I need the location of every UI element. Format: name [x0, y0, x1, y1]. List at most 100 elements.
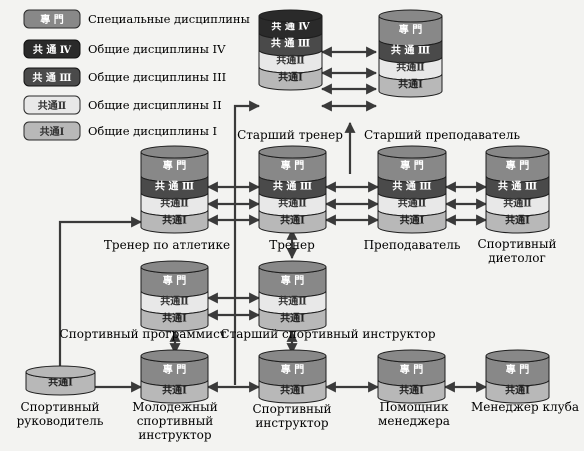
role-label-senior-instructor: Старший спортивный инструктор: [220, 327, 435, 341]
band-code: 共通Ⅰ: [280, 384, 305, 397]
band-code: 共通Ⅱ: [278, 197, 306, 210]
legend-label-common-ii: Общие дисциплины II: [88, 98, 222, 112]
band-code: 共通Ⅰ: [278, 71, 303, 84]
band-code: 共 通 Ⅲ: [273, 180, 312, 193]
band-code: 專 門: [400, 363, 423, 376]
legend-code: 共 通 Ⅲ: [32, 71, 71, 84]
cylinder-top: [377, 145, 447, 159]
band-code: 共 通 Ⅲ: [155, 180, 194, 193]
band-code: 共 通 Ⅲ: [498, 180, 537, 193]
role-label-teacher: Преподаватель: [364, 238, 461, 252]
role-label-senior-trainer: Старший тренер: [237, 128, 343, 142]
common-i-band: [377, 379, 446, 404]
cylinder-top: [258, 145, 327, 159]
band-code: 共通Ⅱ: [398, 197, 426, 210]
common-i-band: [140, 379, 209, 404]
cylinder-sports-leader: 共通Ⅰ: [25, 365, 96, 396]
band-code: 共通Ⅰ: [162, 214, 187, 227]
band-code: 專 門: [163, 363, 186, 376]
cylinder-top: [258, 9, 323, 23]
cylinder-athletics-trainer: 專 門共 通 Ⅲ 共通Ⅱ 共通Ⅰ: [140, 145, 209, 234]
band-code: 專 門: [506, 363, 529, 376]
cylinder-top: [485, 145, 550, 159]
cylinder-top: [25, 365, 96, 379]
cylinder-teacher: 專 門共 通 Ⅲ 共通Ⅱ 共通Ⅰ: [377, 145, 447, 234]
role-label-assistant-line2: менеджера: [378, 414, 450, 428]
role-label-programmer: Спортивный программист: [60, 327, 227, 341]
common-i-band: [140, 307, 209, 332]
cylinder-top: [378, 9, 443, 23]
band-code: 共通Ⅰ: [398, 78, 423, 91]
cylinder-top: [485, 349, 550, 363]
cylinder-top: [140, 260, 209, 274]
band-code: 共 通 Ⅲ: [391, 44, 430, 57]
band-code: 共通Ⅰ: [162, 312, 187, 325]
common-i-band: [140, 209, 209, 234]
band-code: 共通Ⅰ: [505, 384, 530, 397]
band-code: 專 門: [281, 159, 304, 172]
role-label-instructor-line2: инструктор: [255, 416, 328, 430]
band-code: 專 門: [399, 23, 422, 36]
legend: 專 門 Специальные дисциплины 共 通 Ⅳ Общие д…: [23, 9, 250, 141]
band-code: 共通Ⅰ: [280, 214, 305, 227]
role-label-instructor-line1: Спортивный: [252, 402, 331, 416]
band-code: 共通Ⅱ: [276, 54, 304, 67]
band-code: 共通Ⅰ: [400, 214, 425, 227]
role-label-assistant-line1: Помощник: [380, 400, 449, 414]
band-code: 共 通 Ⅲ: [392, 180, 431, 193]
band-code: 共通Ⅰ: [505, 214, 530, 227]
role-label-youth-line3: инструктор: [138, 428, 211, 442]
band-code: 共通Ⅱ: [160, 295, 188, 308]
legend-item-common-ii: 共通Ⅱ Общие дисциплины II: [23, 95, 222, 115]
band-code: 共通Ⅱ: [503, 197, 531, 210]
role-label-dietitian-line1: Спортивный: [477, 237, 556, 251]
role-label-athletics-trainer: Тренер по атлетике: [104, 238, 230, 252]
legend-code: 共通Ⅱ: [38, 99, 66, 112]
cylinder-top: [140, 145, 209, 159]
band-code: 共通Ⅰ: [48, 376, 73, 389]
role-label-leader-line2: руководитель: [17, 414, 104, 428]
band-code: 專 門: [400, 159, 423, 172]
band-code: 專 門: [163, 159, 186, 172]
cylinder-dietitian: 專 門共 通 Ⅲ 共通Ⅱ 共通Ⅰ: [485, 145, 550, 234]
band-code: 專 門: [506, 159, 529, 172]
connector: [58, 216, 143, 370]
common-i-band: [258, 379, 327, 404]
legend-code: 專 門: [40, 13, 63, 26]
cylinder-top: [377, 349, 446, 363]
common-i-band: [378, 73, 443, 98]
cylinder-top: [258, 260, 327, 274]
common-i-band: [258, 209, 327, 234]
band-code: 共通Ⅰ: [162, 384, 187, 397]
common-i-band: [485, 209, 550, 234]
role-label-leader-line1: Спортивный: [20, 400, 99, 414]
legend-label-common-iv: Общие дисциплины IV: [88, 42, 226, 56]
common-i-band: [258, 66, 323, 91]
common-i-band: [258, 307, 327, 332]
band-code: 共通Ⅱ: [160, 197, 188, 210]
connector: [233, 100, 261, 385]
band-code: 專 門: [281, 274, 304, 287]
legend-label-common-iii: Общие дисциплины III: [88, 70, 226, 84]
legend-item-common-iv: 共 通 Ⅳ Общие дисциплины IV: [23, 39, 226, 59]
band-code: 專 門: [163, 274, 186, 287]
role-label-trainer: Тренер: [269, 238, 315, 252]
legend-code: 共通Ⅰ: [40, 125, 65, 138]
role-label-dietitian-line2: диетолог: [488, 251, 546, 265]
role-label-youth-line1: Молодежный: [132, 400, 217, 414]
legend-label-special: Специальные дисциплины: [88, 12, 250, 26]
legend-item-special: 專 門 Специальные дисциплины: [23, 9, 250, 29]
common-i-band: [485, 379, 550, 404]
band-code: 共 通 Ⅲ: [271, 37, 310, 50]
role-label-senior-teacher: Старший преподаватель: [364, 128, 520, 142]
cylinder-top: [258, 349, 327, 363]
